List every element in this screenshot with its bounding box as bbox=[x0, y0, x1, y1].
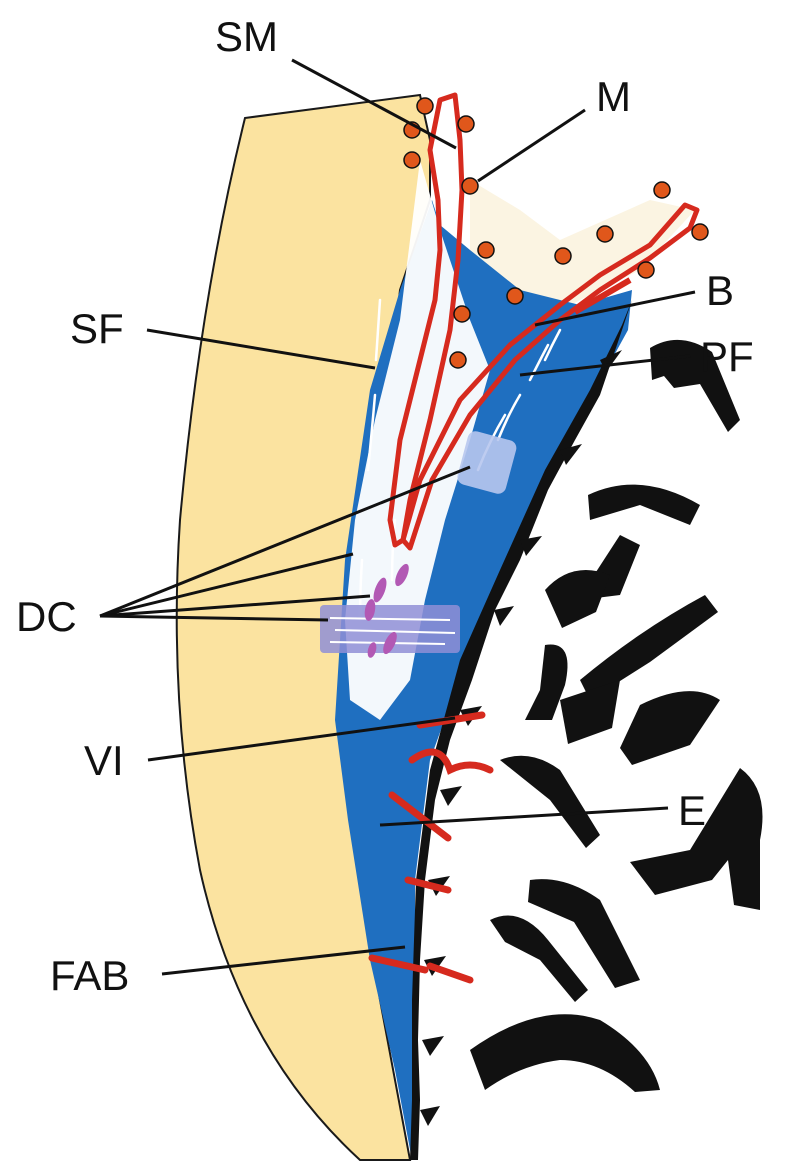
marrow-dot bbox=[462, 178, 478, 194]
tooth-shape bbox=[500, 756, 600, 848]
label-m: M bbox=[596, 76, 631, 118]
label-fab: FAB bbox=[50, 955, 129, 997]
label-sf: SF bbox=[70, 308, 124, 350]
marrow-dot bbox=[654, 182, 670, 198]
marrow-dot bbox=[692, 224, 708, 240]
marrow-dot bbox=[454, 306, 470, 322]
label-e: E bbox=[678, 790, 706, 832]
tooth-shape bbox=[588, 485, 700, 525]
tooth-shape bbox=[525, 645, 568, 721]
tooth-shape bbox=[470, 1014, 660, 1092]
label-b: B bbox=[706, 270, 734, 312]
marrow-dot bbox=[404, 152, 420, 168]
tooth-shape bbox=[545, 570, 610, 628]
marrow-dot bbox=[478, 242, 494, 258]
marrow-dot bbox=[507, 288, 523, 304]
label-pf: PF bbox=[700, 336, 754, 378]
marrow-dot bbox=[417, 98, 433, 114]
marrow-dot bbox=[458, 116, 474, 132]
tooth-shape bbox=[528, 879, 640, 988]
leader-m bbox=[478, 110, 585, 181]
label-sm: SM bbox=[215, 16, 278, 58]
tooth-shape bbox=[580, 595, 718, 700]
label-vi: VI bbox=[84, 740, 124, 782]
label-dc: DC bbox=[16, 596, 77, 638]
marrow-dot bbox=[597, 226, 613, 242]
tooth-shape bbox=[620, 691, 720, 765]
marrow-dot bbox=[638, 262, 654, 278]
marrow-dot bbox=[450, 352, 466, 368]
marrow-dot bbox=[555, 248, 571, 264]
tooth-shape bbox=[490, 916, 588, 1003]
